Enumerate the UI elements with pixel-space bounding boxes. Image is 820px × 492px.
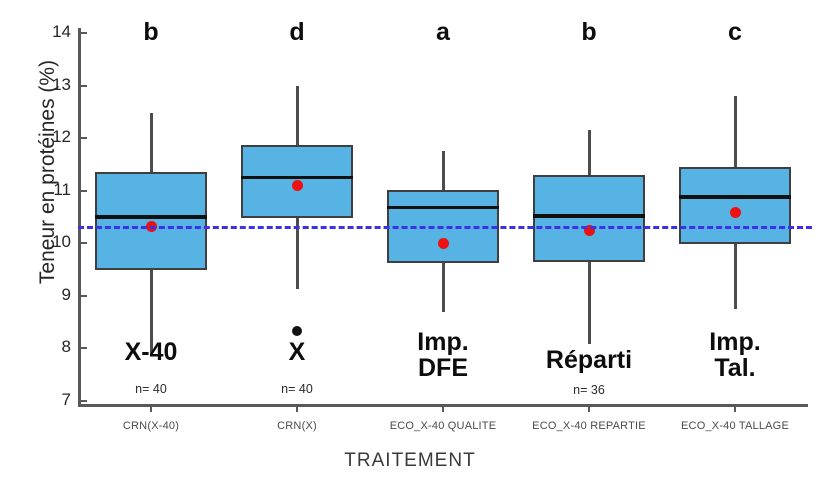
y-tick-label-8: 8 [61,337,71,357]
significance-letter-3: b [581,18,597,46]
treatment-name-1: X [288,338,306,366]
box-plot-3[interactable] [533,0,645,492]
treatment-name-3: Réparti [545,346,633,374]
y-tick-13 [78,84,87,87]
whisker-lower-0 [149,269,153,356]
box-iqr-4 [679,167,791,245]
box-plot-4[interactable] [679,0,791,492]
whisker-upper-2 [441,151,445,190]
x-tick-3 [588,404,590,412]
box-plot-0[interactable] [95,0,207,492]
whisker-lower-1 [295,218,299,290]
reference-line [78,226,812,230]
significance-letter-4: c [728,18,742,46]
x-tick-0 [150,404,152,412]
mean-marker-4 [729,207,741,219]
y-tick-11 [78,189,87,192]
sample-size-label-1: n= 40 [281,382,313,396]
treatment-name-2: Imp. DFE [417,328,469,382]
significance-letter-1: d [289,18,305,46]
y-tick-label-10: 10 [52,232,71,252]
y-tick-label-12: 12 [52,127,71,147]
median-line-4 [679,195,791,199]
y-tick-label-14: 14 [52,22,71,41]
whisker-upper-0 [149,113,153,173]
x-tick-label-0: CRN(X-40) [122,420,180,432]
y-tick-10 [78,242,87,245]
y-tick-label-13: 13 [52,74,71,94]
x-tick-label-1: CRN(X) [277,420,317,432]
y-tick-label-9: 9 [61,284,71,304]
sample-size-label-3: n= 36 [573,383,605,397]
median-line-3 [533,214,645,218]
x-tick-label-3: ECO_X-40 REPARTIE [532,420,646,432]
y-tick-label-11: 11 [53,179,71,199]
outlier-1-0 [292,325,302,336]
whisker-lower-2 [441,263,445,312]
box-iqr-0 [95,172,207,270]
whisker-lower-3 [587,262,591,345]
x-tick-label-4: ECO_X-40 TALLAGE [681,420,789,432]
y-tick-9 [78,294,87,297]
significance-letter-2: a [436,18,450,46]
box-iqr-3 [533,175,645,263]
y-tick-8 [78,347,87,350]
mean-marker-1 [291,179,303,191]
x-axis-title: TRAITEMENT [344,450,476,471]
median-line-2 [387,205,499,210]
box-plot-2[interactable] [387,0,499,492]
whisker-upper-4 [733,96,737,168]
whisker-upper-1 [295,86,299,145]
y-tick-7 [78,400,87,402]
y-tick-14 [78,32,87,34]
mean-marker-2 [437,237,449,249]
significance-letter-0: b [143,18,159,46]
sample-size-label-0: n= 40 [135,382,167,396]
whisker-upper-3 [587,130,591,176]
mean-marker-3 [583,224,595,236]
x-tick-1 [296,404,298,412]
treatment-name-0: X-40 [124,338,178,366]
x-tick-4 [734,404,736,412]
median-line-0 [95,215,207,219]
whisker-lower-4 [733,244,737,309]
y-axis-line [78,28,81,406]
treatment-name-4: Imp. Tal. [709,328,761,382]
x-tick-2 [442,404,444,412]
median-line-1 [241,175,353,180]
x-tick-label-2: ECO_X-40 QUALITE [389,420,497,432]
box-plot-1[interactable] [241,0,353,492]
y-tick-12 [78,137,87,140]
y-tick-label-7: 7 [61,390,71,409]
